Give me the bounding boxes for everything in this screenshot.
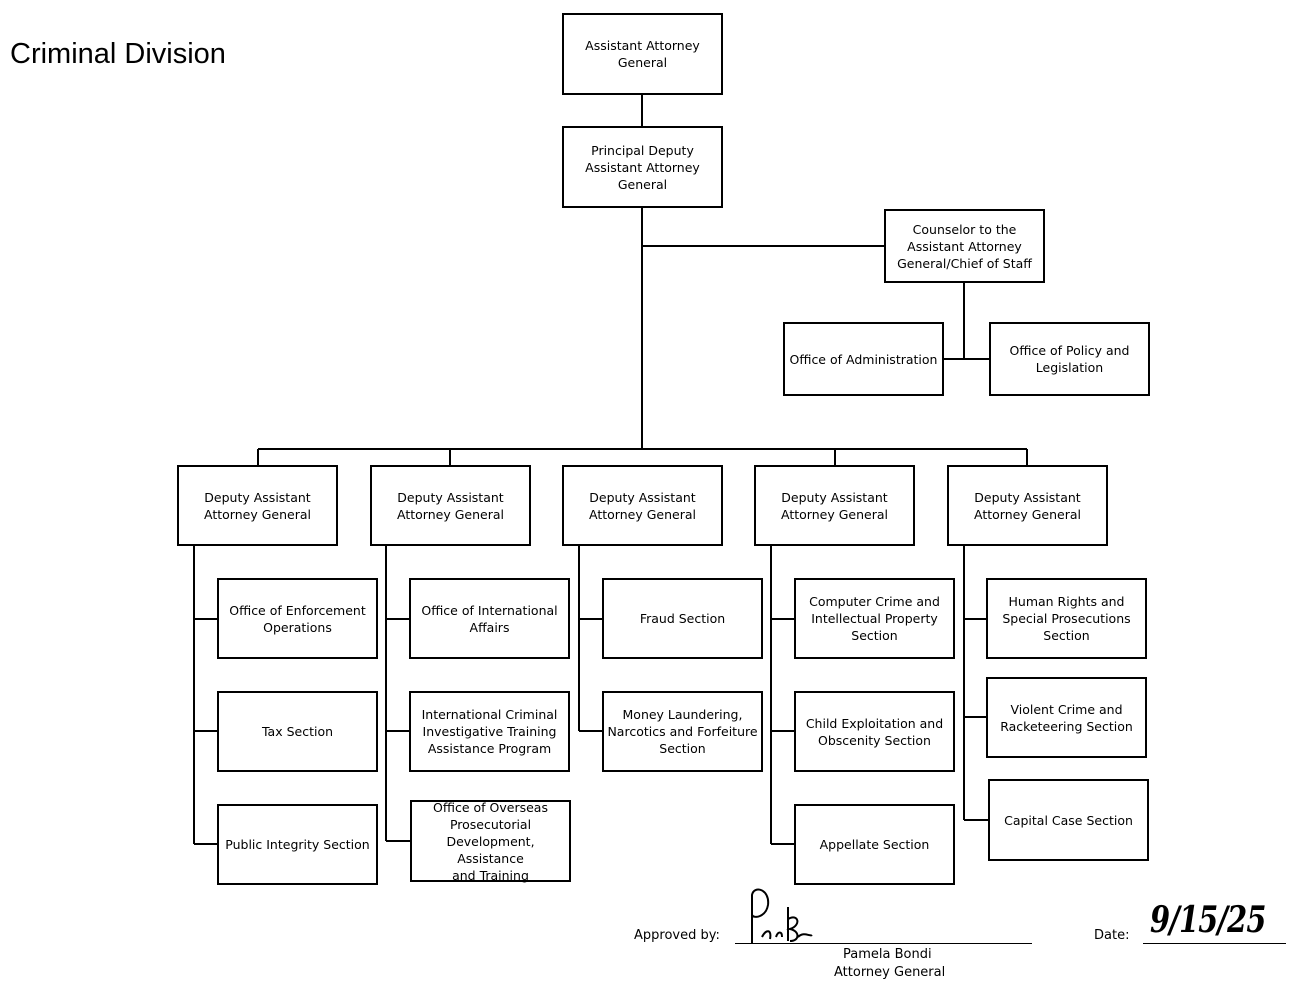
box-violent-crime: Violent Crime and Racketeering Section bbox=[986, 677, 1147, 758]
box-fraud-section: Fraud Section bbox=[602, 578, 763, 659]
box-counselor: Counselor to the Assistant Attorney Gene… bbox=[884, 209, 1045, 283]
signature-line bbox=[735, 943, 1032, 944]
box-international-affairs: Office of International Affairs bbox=[409, 578, 570, 659]
box-money-laundering: Money Laundering, Narcotics and Forfeitu… bbox=[602, 691, 763, 772]
connector-counselor-offices bbox=[943, 282, 990, 360]
box-assistant-attorney-general: Assistant Attorney General bbox=[562, 13, 723, 95]
box-tax-section: Tax Section bbox=[217, 691, 378, 772]
page-title: Criminal Division bbox=[10, 38, 226, 70]
connector-col1 bbox=[193, 545, 218, 845]
box-appellate-section: Appellate Section bbox=[794, 804, 955, 885]
date-line bbox=[1143, 943, 1286, 944]
signature-mark bbox=[751, 888, 813, 943]
box-principal-deputy: Principal Deputy Assistant Attorney Gene… bbox=[562, 126, 723, 208]
box-computer-crime: Computer Crime and Intellectual Property… bbox=[794, 578, 955, 659]
approved-by-label: Approved by: bbox=[634, 928, 720, 943]
box-icitap: International Criminal Investigative Tra… bbox=[409, 691, 570, 772]
box-deputy-5: Deputy Assistant Attorney General bbox=[947, 465, 1108, 546]
connector-col4 bbox=[770, 545, 795, 845]
box-public-integrity: Public Integrity Section bbox=[217, 804, 378, 885]
connector-deputies-bus bbox=[257, 448, 1028, 466]
connector-col2 bbox=[385, 545, 411, 842]
box-child-exploitation: Child Exploitation and Obscenity Section bbox=[794, 691, 955, 772]
box-deputy-3: Deputy Assistant Attorney General bbox=[562, 465, 723, 546]
date-label: Date: bbox=[1094, 928, 1130, 943]
box-office-of-administration: Office of Administration bbox=[783, 322, 944, 396]
box-office-of-policy: Office of Policy and Legislation bbox=[989, 322, 1150, 396]
box-deputy-1: Deputy Assistant Attorney General bbox=[177, 465, 338, 546]
box-deputy-4: Deputy Assistant Attorney General bbox=[754, 465, 915, 546]
box-deputy-2: Deputy Assistant Attorney General bbox=[370, 465, 531, 546]
signer-name: Pamela Bondi bbox=[843, 947, 932, 962]
box-capital-case: Capital Case Section bbox=[988, 779, 1149, 861]
handwritten-date: 9/15/25 bbox=[1150, 899, 1266, 941]
signer-title: Attorney General bbox=[834, 965, 946, 980]
connector-col3 bbox=[578, 545, 603, 732]
box-enforcement-operations: Office of Enforcement Operations bbox=[217, 578, 378, 659]
box-human-rights: Human Rights and Special Prosecutions Se… bbox=[986, 578, 1147, 659]
connector-col5 bbox=[963, 545, 989, 821]
box-opdat: Office of Overseas Prosecutorial Develop… bbox=[410, 800, 571, 883]
